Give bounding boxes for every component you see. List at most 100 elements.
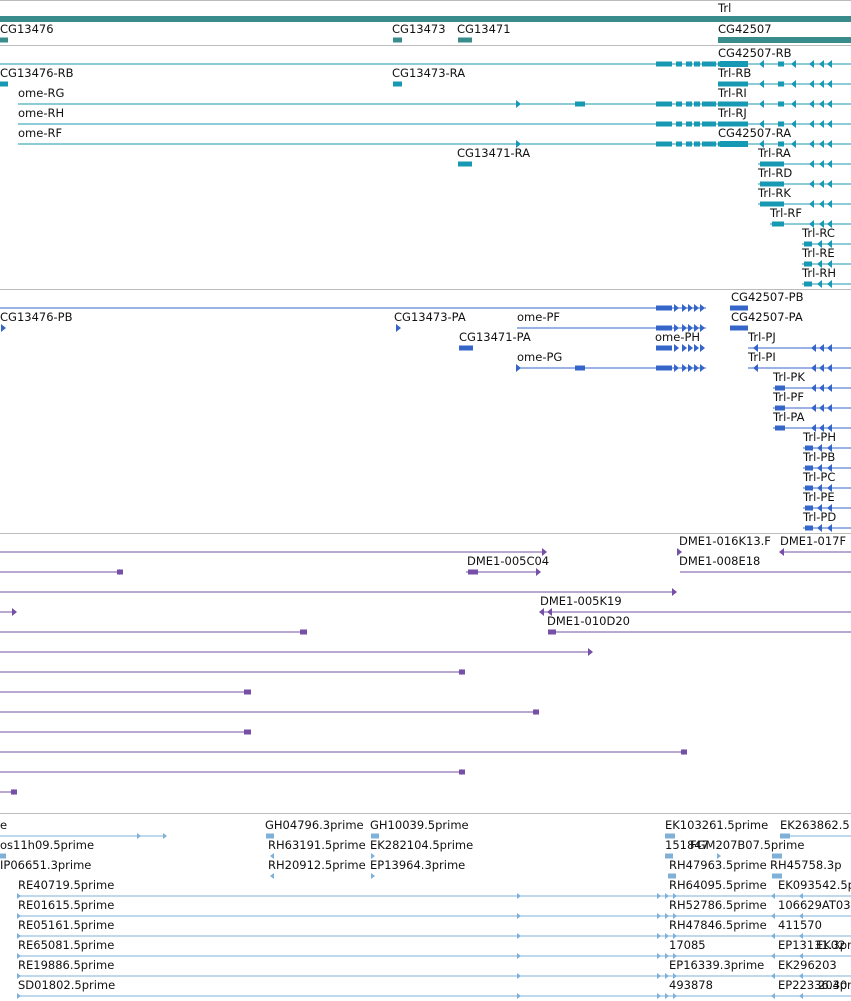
feature-label[interactable]: Trl-RE bbox=[802, 246, 835, 260]
feature-label[interactable]: IP06651.3prime bbox=[0, 858, 92, 872]
feature-label[interactable]: CG13471-PA bbox=[459, 330, 531, 344]
feature-exon-block bbox=[694, 101, 700, 107]
feature-exon-block bbox=[718, 121, 748, 127]
feature-label[interactable]: RH63191.5prime bbox=[268, 838, 366, 852]
feature-label[interactable]: ome-PG bbox=[517, 350, 563, 364]
feature-label[interactable]: GH10039.5prime bbox=[370, 818, 469, 832]
feature-label[interactable]: RE40719.5prime bbox=[18, 878, 115, 892]
feature-label[interactable]: Trl-RD bbox=[758, 166, 793, 180]
strand-reverse-arrow-icon bbox=[819, 120, 824, 128]
feature-label[interactable]: CG13476 bbox=[0, 22, 54, 36]
feature-label[interactable]: RH52786.5prime bbox=[669, 898, 767, 912]
feature-label[interactable]: Trl-RA bbox=[758, 146, 791, 160]
feature-label[interactable]: Trl-PC bbox=[803, 470, 836, 484]
feature-label[interactable]: 2040 bbox=[818, 978, 848, 992]
feature-label[interactable]: Trl-PI bbox=[748, 350, 776, 364]
feature-label[interactable]: SD01802.5prime bbox=[18, 978, 116, 992]
strand-forward-arrow-icon bbox=[688, 364, 693, 372]
feature-label[interactable]: EP22336.3prime bbox=[778, 978, 851, 992]
feature-label[interactable]: Trl-PK bbox=[773, 370, 805, 384]
feature-label[interactable]: GH04796.3prime bbox=[265, 818, 364, 832]
feature-label[interactable]: EK093542.5p bbox=[778, 878, 851, 892]
feature-label[interactable]: e bbox=[0, 818, 8, 832]
strand-reverse-arrow-icon bbox=[811, 364, 816, 372]
feature-label[interactable]: ome-RF bbox=[18, 126, 63, 140]
strand-reverse-arrow-icon bbox=[819, 364, 824, 372]
feature-label[interactable]: FGM207B07.5prime bbox=[690, 838, 805, 852]
feature-label[interactable]: Trl-RC bbox=[802, 226, 835, 240]
feature-label[interactable]: RE65081.5prime bbox=[18, 938, 115, 952]
strand-reverse-arrow-icon bbox=[819, 100, 824, 108]
feature-label[interactable]: ome-RG bbox=[18, 86, 65, 100]
feature-label[interactable]: EP13131.3prime bbox=[778, 938, 851, 952]
feature-label[interactable]: RH20912.5prime bbox=[268, 858, 366, 872]
feature-label[interactable]: Trl-RF bbox=[770, 206, 803, 220]
feature-label[interactable]: CG42507-PB bbox=[731, 290, 804, 304]
feature-label[interactable]: EK103261.5prime bbox=[665, 818, 769, 832]
feature-exon-block bbox=[760, 181, 784, 187]
strand-reverse-arrow-icon bbox=[799, 913, 803, 919]
feature-label[interactable]: os11h09.5prime bbox=[0, 838, 95, 852]
feature-label[interactable]: EK296203 bbox=[778, 958, 837, 972]
feature-label[interactable]: DME1-010D20 bbox=[547, 614, 630, 628]
feature-label[interactable]: EK263862.5 bbox=[780, 818, 850, 832]
feature-label[interactable]: Trl-RB bbox=[718, 66, 752, 80]
feature-label[interactable]: DME1-016K13.F bbox=[679, 534, 771, 548]
strand-reverse-arrow-icon bbox=[827, 484, 832, 492]
feature-label[interactable]: Trl-PD bbox=[803, 510, 837, 524]
feature-label[interactable]: EK282104.5prime bbox=[370, 838, 474, 852]
feature-label[interactable]: Trl-RJ bbox=[718, 106, 747, 120]
strand-reverse-arrow-icon bbox=[270, 873, 274, 879]
feature-exon-block bbox=[804, 281, 812, 287]
feature-label[interactable]: CG42507-RB bbox=[718, 46, 792, 60]
strand-forward-arrow-icon bbox=[694, 364, 699, 372]
feature-label[interactable]: CG13476-PB bbox=[0, 310, 73, 324]
feature-label[interactable]: EK02 bbox=[816, 938, 846, 952]
feature-label[interactable]: CG13473-RA bbox=[392, 66, 466, 80]
feature-label[interactable]: ome-PF bbox=[517, 310, 561, 324]
feature-label[interactable]: RH47963.5prime bbox=[669, 858, 767, 872]
feature-label[interactable]: Trl-RH bbox=[802, 266, 837, 280]
strand-reverse-arrow-icon bbox=[827, 444, 832, 452]
feature-label[interactable]: CG42507-PA bbox=[731, 310, 803, 324]
feature-label[interactable]: CG42507-RA bbox=[718, 126, 792, 140]
feature-label[interactable]: RE01615.5prime bbox=[18, 898, 115, 912]
feature-label[interactable]: 493878 bbox=[669, 978, 713, 992]
feature-label[interactable]: ome-RH bbox=[18, 106, 65, 120]
feature-label[interactable]: DME1-005K19 bbox=[540, 594, 622, 608]
feature-label[interactable]: CG13471 bbox=[457, 22, 511, 36]
feature-label[interactable]: CG13473-PA bbox=[394, 310, 466, 324]
feature-label[interactable]: RH45758.3p bbox=[770, 858, 842, 872]
feature-label[interactable]: Trl-PH bbox=[803, 430, 836, 444]
feature-label[interactable]: DME1-008E18 bbox=[679, 554, 761, 568]
feature-label[interactable]: RE19886.5prime bbox=[18, 958, 115, 972]
feature-label[interactable]: CG13473 bbox=[392, 22, 446, 36]
feature-label[interactable]: DME1-005C04 bbox=[467, 554, 550, 568]
feature-label[interactable]: CG13471-RA bbox=[457, 146, 531, 160]
feature-label[interactable]: Trl-PE bbox=[803, 490, 835, 504]
feature-label[interactable]: CG42507 bbox=[718, 22, 772, 36]
strand-reverse-arrow-icon bbox=[791, 60, 796, 68]
feature-label[interactable]: Trl-PJ bbox=[748, 330, 776, 344]
feature-label[interactable]: ome-PH bbox=[655, 330, 701, 344]
feature-label[interactable]: CG13476-RB bbox=[0, 66, 74, 80]
feature-label[interactable]: RE05161.5prime bbox=[18, 918, 115, 932]
feature-label[interactable]: RH64095.5prime bbox=[669, 878, 767, 892]
feature-label[interactable]: 106629AT03 bbox=[778, 898, 851, 912]
feature-label[interactable]: Trl-PA bbox=[773, 410, 805, 424]
feature-label[interactable]: EP16339.3prime bbox=[669, 958, 765, 972]
feature-label[interactable]: 17085 bbox=[669, 938, 706, 952]
feature-exon-block bbox=[575, 101, 585, 107]
feature-label[interactable]: Trl-RK bbox=[758, 186, 791, 200]
feature-label[interactable]: DME1-017F bbox=[780, 534, 847, 548]
feature-label[interactable]: EP13964.3prime bbox=[370, 858, 466, 872]
feature-label[interactable]: Trl bbox=[718, 1, 732, 15]
feature-label[interactable]: 411570 bbox=[778, 918, 822, 932]
feature-label[interactable]: Trl-PF bbox=[773, 390, 804, 404]
feature-label[interactable]: RH47846.5prime bbox=[669, 918, 767, 932]
feature-label[interactable]: 151847 bbox=[665, 838, 709, 852]
feature-label[interactable]: Trl-PB bbox=[803, 450, 836, 464]
feature-label[interactable]: Trl-RI bbox=[718, 86, 747, 100]
feature-exon-block bbox=[805, 465, 813, 471]
strand-reverse-arrow-icon bbox=[799, 953, 803, 959]
